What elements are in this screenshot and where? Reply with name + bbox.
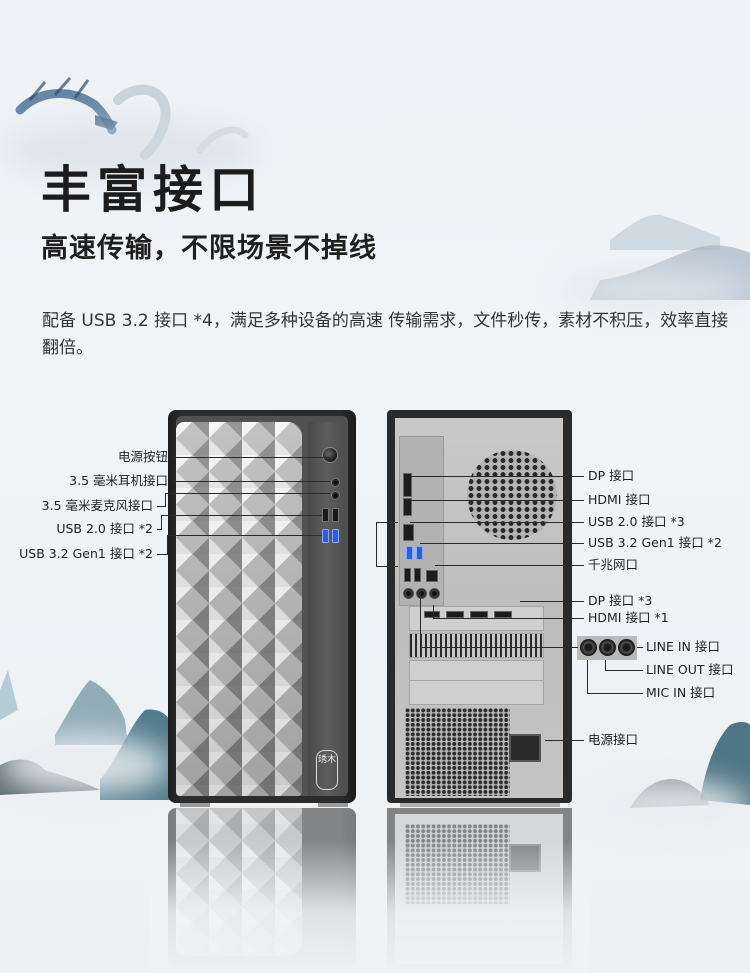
label-headphone-jack: 3.5 毫米耳机接口 (69, 473, 168, 488)
leader-line (410, 500, 584, 501)
line-out-jack-icon (599, 639, 616, 656)
brand-badge: 琇木 (316, 750, 338, 790)
page-subtitle: 高速传输，不限场景不掉线 (41, 233, 377, 264)
diamond-pattern-panel (176, 422, 302, 796)
audio-jack-icon (429, 588, 440, 599)
leader-line (605, 670, 643, 671)
leader-line (410, 476, 584, 477)
case-foot (180, 803, 210, 807)
power-button-icon (322, 447, 338, 463)
label-ethernet: 千兆网口 (588, 557, 639, 572)
mic-in-jack-icon (580, 639, 597, 656)
case-foot (318, 803, 348, 807)
label-usb32-front: USB 3.2 Gen1 接口 *2 (19, 546, 153, 561)
usb3-port-icon (406, 546, 413, 560)
label-mic-in: MIC IN 接口 (646, 685, 716, 700)
label-line-out: LINE OUT 接口 (646, 662, 734, 677)
power-socket-icon (509, 734, 541, 762)
leader-line (637, 647, 643, 648)
desktop-front-view: 琇木 (168, 410, 356, 803)
leader-line (433, 605, 434, 618)
desktop-rear-view (387, 410, 572, 803)
leader-line (167, 535, 322, 536)
usb3-port-icon (332, 529, 339, 543)
label-dp-onboard: DP 接口 (588, 468, 635, 483)
psu-grill (405, 708, 510, 796)
fan-grill (467, 450, 557, 540)
leader-line (157, 529, 161, 530)
label-dp-gpu: DP 接口 *3 (588, 593, 653, 608)
leader-line (376, 522, 377, 567)
displayport-icon (446, 611, 464, 618)
label-power-button: 电源按钮 (117, 449, 168, 464)
usb2-port-icon (404, 568, 411, 582)
leader-line (165, 493, 330, 494)
leader-line (410, 522, 584, 523)
leader-line (376, 522, 398, 523)
label-line-in: LINE IN 接口 (646, 639, 720, 654)
usb2-port-icon (322, 508, 329, 522)
expansion-slot-cover (409, 680, 544, 705)
displayport-icon (470, 611, 488, 618)
microphone-jack-icon (331, 491, 340, 500)
leader-line (157, 554, 167, 555)
leader-line (587, 693, 643, 694)
leader-line (165, 493, 166, 507)
usb2-port-icon (403, 524, 414, 541)
leader-line (157, 506, 165, 507)
case-base (400, 803, 560, 807)
usb2-port-icon (332, 508, 339, 522)
reflection-fade (150, 840, 590, 973)
vent-slot (409, 633, 544, 658)
leader-line (435, 565, 584, 566)
leader-line (587, 660, 588, 694)
page-title: 丰富接口 (41, 160, 265, 219)
audio-jack-icon (403, 588, 414, 599)
ethernet-port-icon (426, 570, 438, 582)
leader-line (161, 515, 322, 516)
leader-line (420, 590, 421, 648)
leader-line (420, 543, 584, 544)
leader-line (172, 457, 330, 458)
usb3-port-icon (416, 546, 423, 560)
front-io-strip (308, 422, 346, 796)
label-power-socket: 电源接口 (588, 732, 639, 747)
rear-plate (395, 418, 563, 798)
leader-line (420, 647, 578, 648)
feature-description: 配备 USB 3.2 接口 *4，满足多种设备的高速 传输需求，文件秒传，素材不… (42, 311, 729, 358)
leader-line (167, 535, 168, 555)
label-hdmi-onboard: HDMI 接口 (588, 492, 651, 507)
label-usb32-rear: USB 3.2 Gen1 接口 *2 (588, 535, 722, 550)
label-usb2-front: USB 2.0 接口 *2 (56, 521, 153, 536)
label-usb2-rear: USB 2.0 接口 *3 (588, 514, 685, 529)
leader-line (161, 515, 162, 530)
usb2-port-icon (414, 568, 421, 582)
displayport-icon (403, 473, 412, 497)
leader-line (605, 660, 606, 671)
label-hdmi-gpu: HDMI 接口 *1 (588, 610, 669, 625)
hdmi-port-icon (424, 611, 440, 618)
hdmi-port-icon (403, 498, 412, 516)
leader-line (376, 566, 398, 567)
leader-line (172, 481, 330, 482)
headphone-jack-icon (331, 478, 340, 487)
usb3-port-icon (322, 529, 329, 543)
line-in-jack-icon (618, 639, 635, 656)
audio-jack-icon (416, 588, 427, 599)
leader-line (433, 618, 584, 619)
displayport-icon (494, 611, 512, 618)
leader-line (545, 740, 584, 741)
leader-line (520, 601, 584, 602)
label-microphone-jack: 3.5 毫米麦克风接口 (41, 498, 153, 513)
audio-jacks-callout (577, 636, 637, 660)
